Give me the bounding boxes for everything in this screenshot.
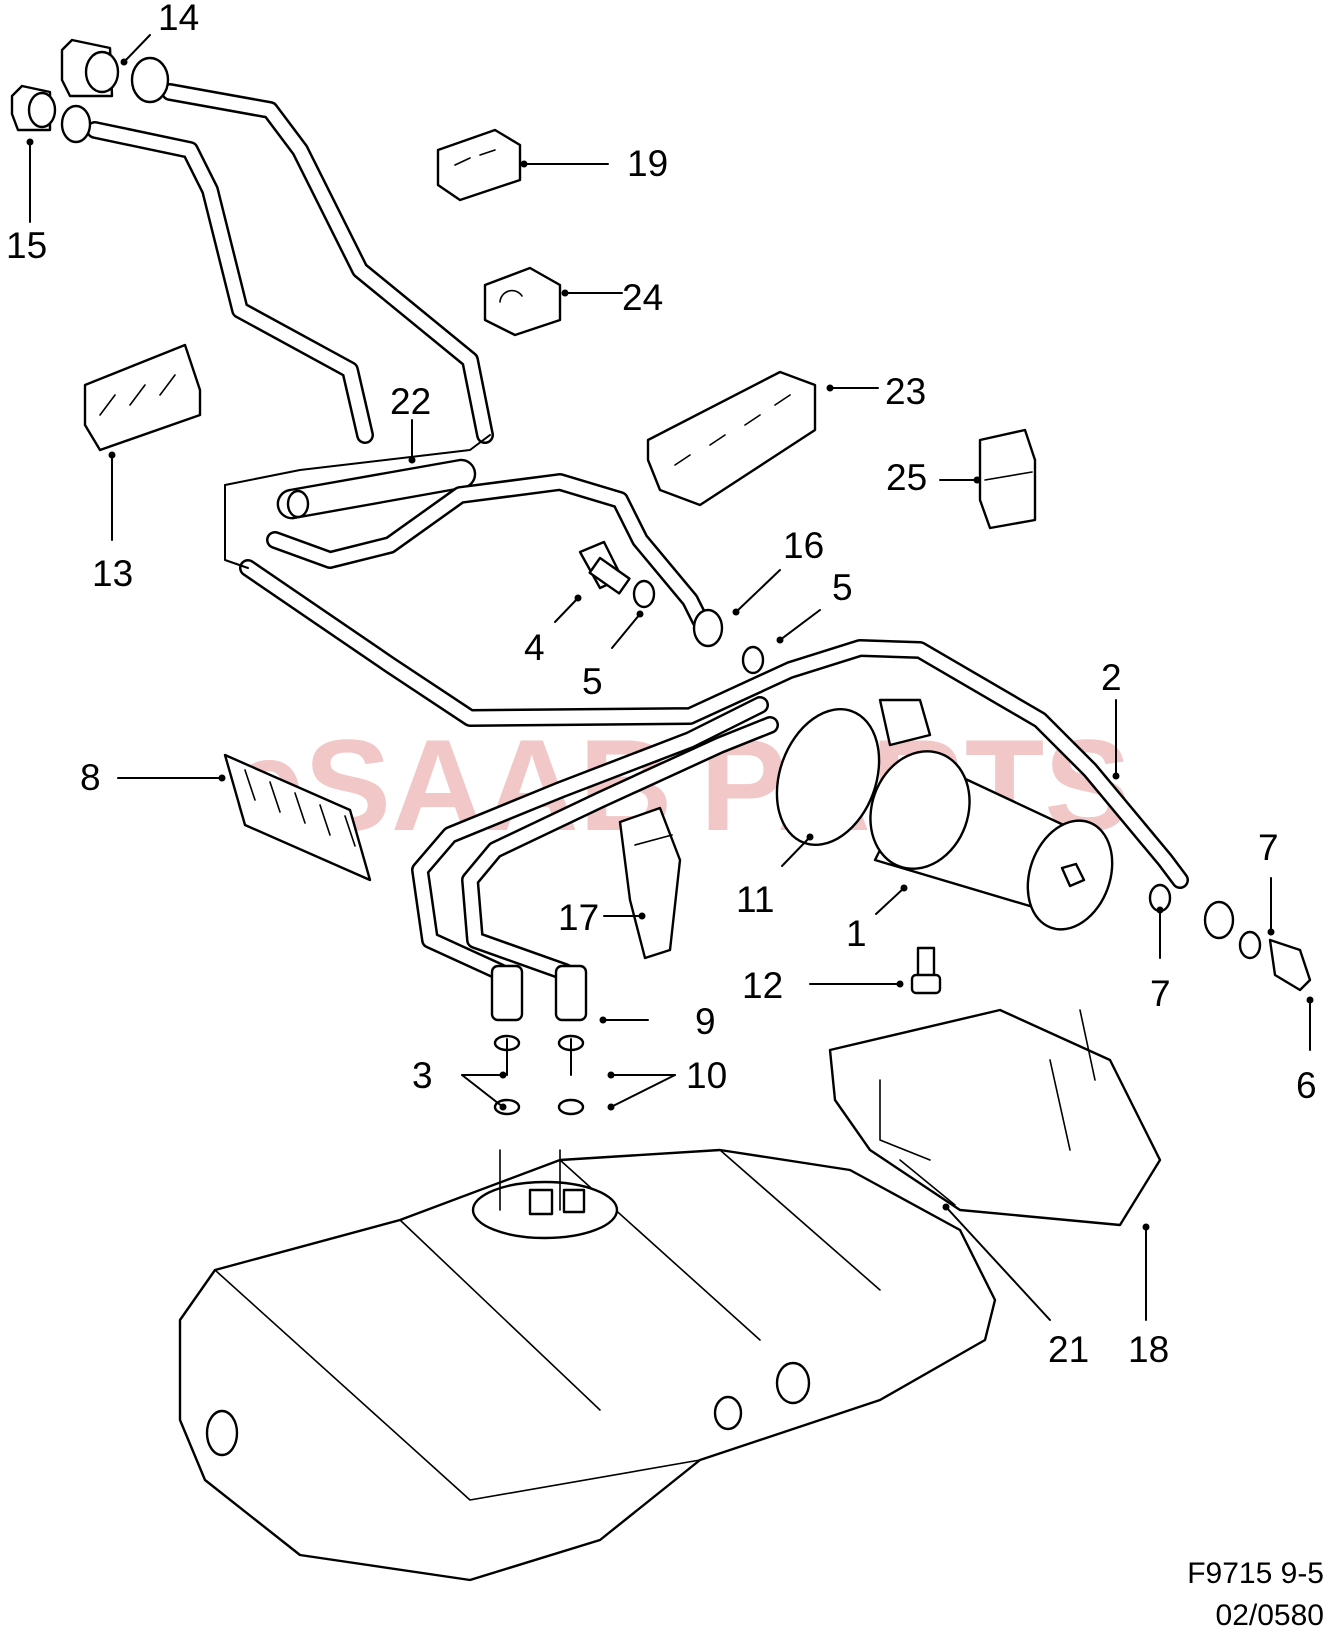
washer-5b — [741, 645, 765, 675]
callout-8: 8 — [80, 757, 101, 798]
callout-labels: 14 15 19 24 23 25 13 22 4 5 16 5 2 8 11 … — [6, 0, 1317, 1370]
main-fuel-line — [239, 559, 1189, 889]
callout-13: 13 — [92, 553, 133, 594]
leader-lines — [26, 34, 1314, 1321]
callout-16: 16 — [783, 525, 824, 566]
callout-3: 3 — [412, 1055, 433, 1096]
callout-21: 21 — [1048, 1329, 1089, 1370]
callout-15: 15 — [6, 225, 47, 266]
tank-lines — [411, 696, 779, 981]
connector-14 — [60, 38, 170, 104]
callout-23: 23 — [885, 371, 926, 412]
callout-22: 22 — [390, 381, 431, 422]
callout-5b: 5 — [832, 567, 853, 608]
callout-10: 10 — [686, 1055, 727, 1096]
callout-7a: 7 — [1258, 827, 1279, 868]
banjo-bolt-6 — [1268, 938, 1312, 992]
callout-17: 17 — [558, 897, 599, 938]
clip-19 — [436, 128, 522, 202]
clip-8 — [223, 753, 372, 882]
callout-4: 4 — [524, 627, 545, 668]
callout-7b: 7 — [1150, 973, 1171, 1014]
connector-15 — [10, 84, 92, 144]
bolt-12 — [910, 946, 942, 995]
banjo-fitting-outlet — [1203, 900, 1235, 940]
hose-loop — [266, 473, 709, 629]
clip-25 — [978, 428, 1037, 530]
washer-5a — [632, 579, 656, 609]
clip-17 — [618, 806, 682, 960]
filter-bracket-11 — [775, 698, 932, 846]
callout-9: 9 — [695, 1001, 716, 1042]
callout-2: 2 — [1101, 657, 1122, 698]
clip-24 — [483, 266, 562, 337]
callout-19: 19 — [627, 143, 668, 184]
upper-fuel-lines — [86, 83, 494, 444]
callout-25: 25 — [886, 457, 927, 498]
washer-7b — [1238, 930, 1262, 960]
callout-18: 18 — [1128, 1329, 1169, 1370]
callout-14: 14 — [158, 0, 199, 38]
callout-5a: 5 — [582, 661, 603, 702]
seals — [493, 1034, 585, 1116]
fuel-tank — [178, 1148, 997, 1582]
banjo-bolt-4 — [578, 540, 631, 595]
callout-1: 1 — [846, 913, 867, 954]
strap-21 — [899, 1159, 956, 1206]
fuel-filter-1 — [869, 750, 1114, 931]
quick-connectors-9 — [490, 964, 588, 1022]
banjo-fitting-16 — [692, 608, 724, 648]
callout-6: 6 — [1296, 1065, 1317, 1106]
callout-12: 12 — [742, 965, 783, 1006]
clip-23 — [646, 370, 817, 507]
callout-24: 24 — [622, 277, 663, 318]
figure-code: F9715 9-5 — [1187, 1557, 1324, 1590]
clip-13 — [83, 343, 202, 452]
date-code: 02/0580 — [1215, 1599, 1324, 1632]
callout-11: 11 — [736, 879, 774, 920]
